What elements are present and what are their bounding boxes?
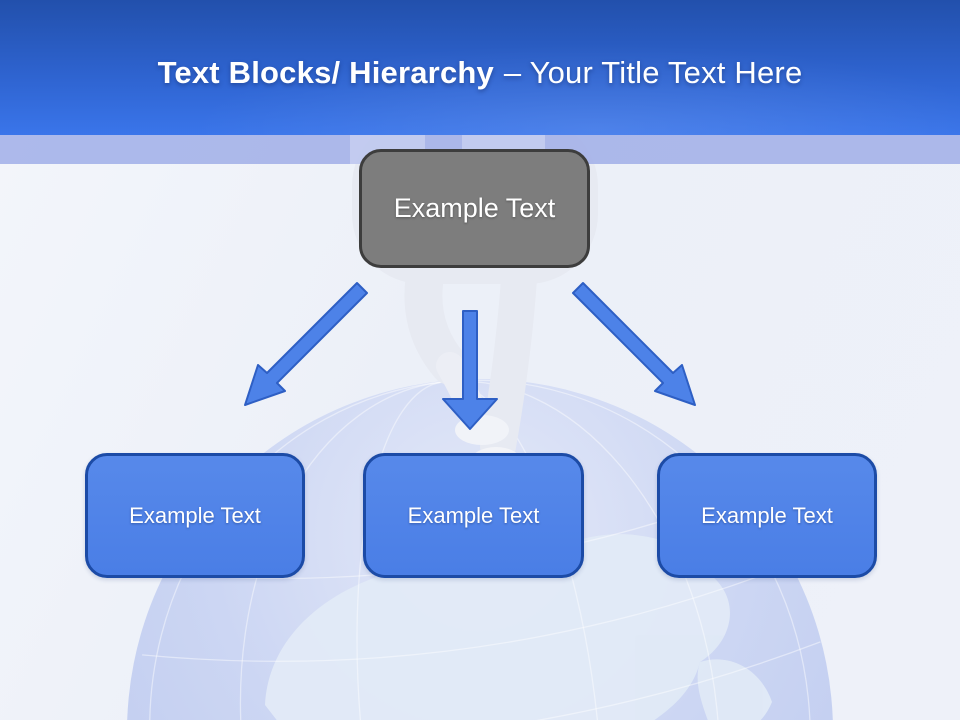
child-node-label-1: Example Text [129, 502, 261, 528]
child-node-label-2: Example Text [407, 502, 540, 528]
root-node-box: Example Text [359, 149, 590, 268]
child-node-box-3: Example Text [657, 453, 877, 578]
child-node-label-3: Example Text [701, 502, 833, 528]
slide-title-bold: Text Blocks/ Hierarchy [157, 54, 494, 90]
child-node-box-1: Example Text [85, 453, 305, 578]
slide-title-light: – Your Title Text Here [503, 54, 803, 90]
root-node-label: Example Text [393, 193, 556, 223]
title-banner: Text Blocks/ Hierarchy– Your Title Text … [0, 0, 960, 135]
child-node-box-2: Example Text [363, 453, 584, 578]
slide-title: Text Blocks/ Hierarchy– Your Title Text … [158, 55, 803, 91]
